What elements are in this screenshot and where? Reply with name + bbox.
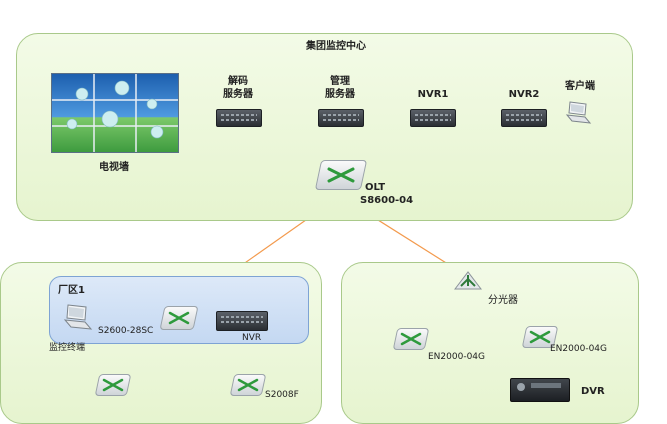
- en-switch-left-label: EN2000-04G: [428, 352, 485, 362]
- nvr2-label: NVR2: [508, 89, 540, 100]
- en-switch-left-icon: [392, 328, 430, 350]
- dvr-label: DVR: [581, 386, 605, 397]
- manage-server-label-2: 服务器: [325, 89, 355, 100]
- splitter-label: 分光器: [488, 295, 518, 306]
- edge-switch-right-icon: [229, 374, 267, 396]
- edge-switch-left-icon: [94, 374, 132, 396]
- factory-nvr-icon: [216, 311, 268, 331]
- nvr1-server-icon: [410, 109, 456, 127]
- terminal-label: 监控终端: [49, 343, 86, 353]
- decode-server-icon: [216, 109, 262, 127]
- factory-zone-title: 厂区1: [58, 285, 85, 296]
- laptop-icon: [565, 101, 592, 124]
- olt-label-1: OLT: [365, 182, 386, 193]
- panel-title: 集团监控中心: [306, 41, 366, 52]
- client-label: 客户端: [565, 81, 595, 92]
- terminal-laptop-icon: [63, 304, 93, 330]
- decode-server-label-2: 服务器: [223, 89, 253, 100]
- nvr1-label: NVR1: [417, 89, 449, 100]
- nvr2-server-icon: [501, 109, 547, 127]
- dvr-device-icon: [510, 378, 570, 402]
- olt-label-2: S8600-04: [360, 195, 414, 206]
- factory-nvr-label: NVR: [242, 333, 262, 343]
- splitter-icon: [453, 271, 483, 290]
- factory-switch-icon: [159, 306, 199, 330]
- en-switch-right-label: EN2000-04G: [550, 344, 607, 354]
- video-wall-image: [51, 73, 179, 153]
- video-wall-grid: [52, 74, 178, 152]
- edge-switch-label: S2008F: [265, 390, 299, 400]
- en-switch-right-icon: [521, 326, 559, 348]
- video-wall-label: 电视墙: [99, 162, 129, 173]
- decode-server-label-1: 解码: [228, 76, 248, 87]
- manage-server-label-1: 管理: [330, 76, 350, 87]
- olt-switch-icon: [314, 160, 368, 190]
- factory-switch-label: S2600-28SC: [98, 326, 154, 336]
- manage-server-icon: [318, 109, 364, 127]
